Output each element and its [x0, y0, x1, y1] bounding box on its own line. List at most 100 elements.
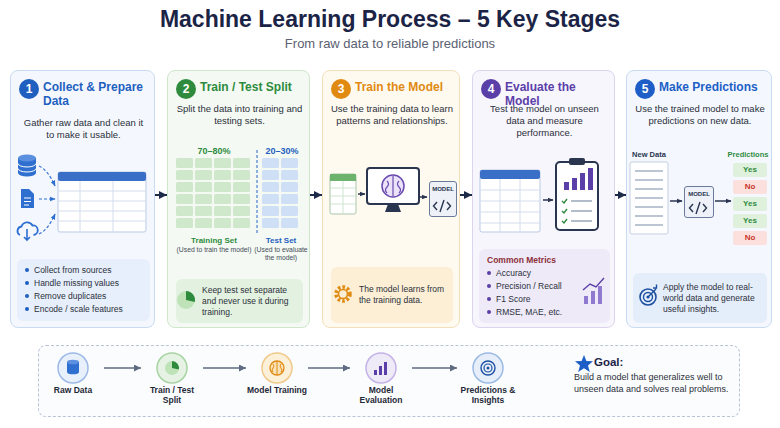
annotation-label: Test Set: [256, 236, 306, 246]
annotation-label: (Used to evaluate the model): [254, 246, 308, 262]
stage-description: Use the training data to learn patterns …: [331, 103, 453, 127]
flow-step: Raw Data: [42, 352, 104, 412]
flow-icons-part: [272, 361, 282, 375]
prediction-text: No: [733, 231, 767, 245]
step-number: 3: [331, 79, 351, 99]
stage-panel: Make PredictionsUse the trained model to…: [626, 70, 772, 328]
flow-icons-part: [484, 364, 492, 372]
note-box: Apply the model to real-world data and g…: [633, 273, 767, 323]
flow-icons-part: [165, 361, 179, 375]
bullet-item: Precision / Recall: [487, 280, 576, 292]
step-number: 5: [635, 79, 655, 99]
bullet-text: RMSE, MAE, etc.: [496, 306, 562, 318]
bullet-text: Accuracy: [496, 267, 531, 279]
bullet-dot: [487, 310, 491, 314]
flow-icons-part: [366, 353, 396, 383]
flow-icons-part: [270, 361, 284, 375]
flow-arrow: [104, 367, 141, 369]
bullet-dot: [487, 297, 491, 301]
flow-icons-part: [58, 353, 88, 383]
note-text: Apply the model to real-world data and g…: [663, 282, 761, 315]
stage-heading: Train / Test Split: [200, 80, 307, 94]
bullet-item: RMSE, MAE, etc.: [487, 306, 576, 318]
note-box: The model learns from the training data.: [331, 267, 453, 323]
metrics-box: Common MetricsAccuracyPrecision / Recall…: [479, 249, 610, 323]
flow-arrow: [310, 194, 322, 196]
note-text: Keep test set separate and never use it …: [202, 285, 297, 318]
star-icon-part: [575, 355, 593, 372]
flow-icons-part: [157, 353, 187, 383]
checklist-box: Collect from sourcesHandle missing value…: [17, 259, 150, 321]
annotation-label: Predictions: [722, 150, 774, 160]
bullet-dot: [25, 268, 29, 272]
flow-step: Train / Test Split: [141, 352, 203, 412]
step-number: 1: [19, 79, 39, 99]
prediction-text: Yes: [733, 163, 767, 177]
flow-icons-part: [487, 367, 490, 370]
stage-panel: Collect & Prepare DataGather raw data an…: [10, 70, 155, 328]
bullet-text: Precision / Recall: [496, 280, 562, 292]
bullet-item: Accuracy: [487, 267, 576, 279]
note-text: The model learns from the training data.: [359, 284, 447, 306]
flow-icons-part: [172, 361, 179, 370]
stage-description: Split the data into training and testing…: [176, 103, 303, 127]
bullet-text: Remove duplicates: [34, 290, 106, 302]
stage-heading: Collect & Prepare Data: [43, 80, 152, 108]
flow-step-label: Raw Data: [42, 385, 104, 395]
step-number-text: 2: [176, 79, 196, 99]
stage-heading: Train the Model: [355, 80, 457, 94]
prediction-cell: Yes: [733, 197, 767, 211]
goal-text: Build a model that generalizes well to u…: [574, 372, 730, 395]
model-label: MODEL: [430, 186, 456, 193]
flow-icons-part: [473, 353, 503, 383]
flow-arrow: [615, 194, 626, 196]
annotation-label: Training Set: [172, 236, 256, 246]
flow-icons-part: [262, 353, 292, 383]
prediction-text: Yes: [733, 197, 767, 211]
annotation-label: New Data: [626, 150, 672, 160]
bullet-item: Remove duplicates: [25, 290, 144, 302]
goal-heading: Goal:: [594, 355, 623, 369]
bullet-text: F1 Score: [496, 293, 531, 305]
stage-description: Test the model on unseen data and measur…: [481, 103, 608, 139]
flow-arrow: [308, 367, 350, 369]
model-box: MODEL: [429, 181, 457, 217]
flow-step-label: Model Training: [246, 385, 308, 395]
bullet-item: Encode / scale features: [25, 303, 144, 315]
step-number-text: 1: [19, 79, 39, 99]
bullet-text: Collect from sources: [34, 264, 111, 276]
annotation-label: 70–80%: [176, 146, 252, 156]
step-number-text: 4: [481, 79, 501, 99]
flow-step-label: Train / Test Split: [141, 385, 203, 405]
bullet-dot: [487, 284, 491, 288]
step-number: 4: [481, 79, 501, 99]
prediction-cell: Yes: [733, 214, 767, 228]
prediction-cell: No: [733, 180, 767, 194]
bullet-item: F1 Score: [487, 293, 576, 305]
note-box: Keep test set separate and never use it …: [176, 279, 303, 323]
flow-arrow: [412, 367, 457, 369]
stage-panel: Evaluate the ModelTest the model on unse…: [472, 70, 615, 328]
flow-icons-part: [67, 360, 79, 365]
stage-description: Gather raw data and clean it to make it …: [19, 117, 148, 141]
flow-arrow: [203, 367, 246, 369]
star-icon: [575, 355, 593, 372]
annotation-label: (Used to train the model): [170, 246, 258, 254]
step-number: 2: [176, 79, 196, 99]
flow-step: Model Training: [246, 352, 308, 412]
flow-icons-part: [67, 362, 79, 374]
flow-icons-part: [374, 362, 387, 375]
stage-heading: Make Predictions: [659, 80, 769, 94]
metrics-heading: Common Metrics: [487, 254, 576, 266]
bullet-dot: [25, 281, 29, 285]
flow-step: Predictions & Insights: [457, 352, 519, 412]
bullet-text: Encode / scale features: [34, 303, 123, 315]
bullet-dot: [25, 294, 29, 298]
stage-description: Use the trained model to make prediction…: [635, 103, 765, 127]
flow-icons: [58, 353, 503, 383]
prediction-text: No: [733, 180, 767, 194]
model-box: MODEL: [684, 186, 714, 218]
bullet-item: Collect from sources: [25, 264, 144, 276]
bullet-dot: [487, 271, 491, 275]
